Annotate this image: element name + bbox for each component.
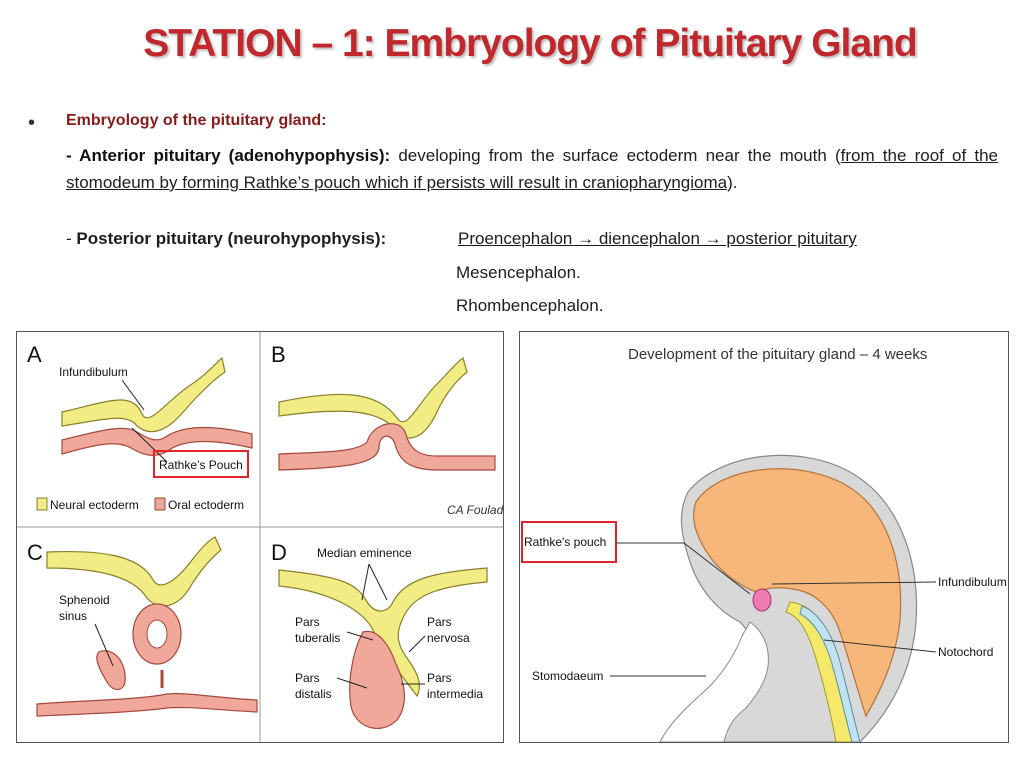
- panel-a-oral: [61, 426, 253, 456]
- panel-a-letter: A: [27, 342, 42, 367]
- label-notochord: Notochord: [938, 645, 993, 659]
- panel-b-letter: B: [271, 342, 286, 367]
- figure-development-4-weeks: Development of the pituitary gland – 4 w…: [519, 331, 1009, 743]
- posterior-rhombencephalon: Rhombencephalon.: [456, 296, 604, 315]
- legend-neural-swatch: [36, 497, 48, 511]
- highlight-rathkes-pouch-a: [153, 450, 249, 478]
- label-rathkes-pouch-a: Rathke’s Pouch: [159, 458, 243, 472]
- page-title: STATION – 1: Embryology of Pituitary Gla…: [143, 22, 917, 65]
- anterior-label: - Anterior pituitary (adenohypophysis):: [66, 146, 391, 165]
- panel-d-distalis: [349, 630, 405, 729]
- posterior-value: Proencephalon → diencephalon → posterior…: [458, 229, 857, 248]
- bullet-marker: •: [28, 112, 36, 134]
- label-rathkes-pouch-b: Rathke's pouch: [524, 535, 606, 549]
- label-pars-nervosa-1: Pars: [427, 615, 452, 629]
- panel-c-oral: [36, 693, 258, 717]
- posterior-line: - Posterior pituitary (neurohypophysis):: [66, 229, 386, 249]
- label-pars-distalis-1: Pars: [295, 671, 320, 685]
- figure-right-title: Development of the pituitary gland – 4 w…: [628, 346, 927, 363]
- label-pars-intermedia-1: Pars: [427, 671, 452, 685]
- posterior-prefix: -: [66, 229, 77, 248]
- panel-c-sphenoid: [96, 650, 126, 691]
- figure-pituitary-stages: A Infundibulum Rathke’s Pouch Neural ect…: [16, 331, 504, 743]
- highlight-rathkes-pouch-b: [521, 521, 617, 563]
- posterior-label: Posterior pituitary (neurohypophysis):: [76, 229, 387, 248]
- figure-stages-svg: A Infundibulum Rathke’s Pouch Neural ect…: [17, 332, 504, 742]
- label-pars-distalis-2: distalis: [295, 687, 332, 701]
- label-infundibulum-b: Infundibulum: [938, 575, 1007, 589]
- brain-region: [693, 468, 902, 718]
- label-pars-nervosa-2: nervosa: [427, 631, 470, 645]
- anterior-paragraph: - Anterior pituitary (adenohypophysis): …: [66, 142, 998, 196]
- label-median-eminence: Median eminence: [317, 546, 412, 560]
- stomodaeum-cavity: [659, 621, 769, 743]
- anterior-text: developing from the surface ectoderm nea…: [390, 146, 841, 165]
- rathkes-pouch-shape: [752, 588, 772, 612]
- label-sphenoid-2: sinus: [59, 609, 87, 623]
- label-stomodaeum: Stomodaeum: [532, 669, 603, 683]
- label-sphenoid-1: Sphenoid: [59, 593, 110, 607]
- panel-b-neural: [278, 357, 468, 439]
- legend-neural-ectoderm: Neural ectoderm: [50, 498, 139, 512]
- panel-c-neural: [46, 536, 222, 607]
- label-pars-intermedia-2: intermedia: [427, 687, 483, 701]
- figure-development-svg: Development of the pituitary gland – 4 w…: [521, 346, 1007, 743]
- legend-oral-swatch: [154, 497, 166, 511]
- bullet-heading: Embryology of the pituitary gland:: [66, 112, 327, 129]
- label-infundibulum: Infundibulum: [59, 365, 128, 379]
- panel-a-neural: [61, 356, 226, 433]
- legend-oral-ectoderm: Oral ectoderm: [168, 498, 244, 512]
- panel-d-letter: D: [271, 540, 287, 565]
- panel-b-oral: [278, 423, 496, 471]
- anterior-underlined: from the roof of the stomodeum by formin…: [66, 146, 998, 192]
- panel-c-pouch-lumen: [146, 619, 168, 649]
- anterior-end: ).: [727, 173, 738, 192]
- signature-text: CA Foulad: [447, 503, 503, 517]
- label-pars-tuberalis-1: Pars: [295, 615, 320, 629]
- posterior-mesencephalon: Mesencephalon.: [456, 263, 581, 282]
- label-pars-tuberalis-2: tuberalis: [295, 631, 340, 645]
- panel-c-letter: C: [27, 540, 43, 565]
